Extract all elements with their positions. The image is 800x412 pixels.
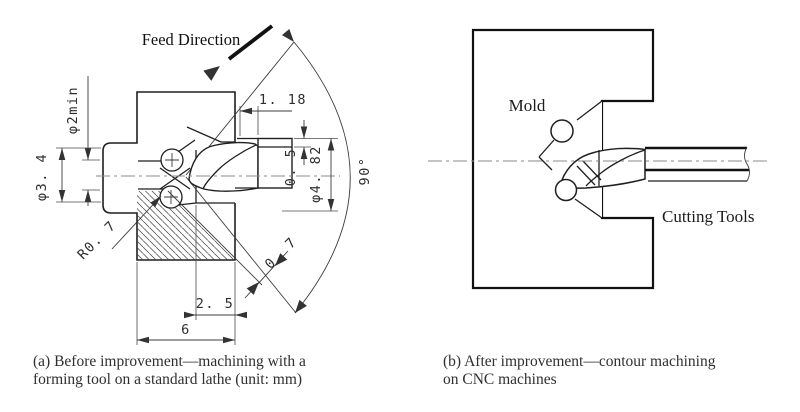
contour-lobe-top	[550, 119, 574, 143]
tool-tip-radius	[554, 178, 578, 202]
dim-width-outer: 6	[136, 262, 235, 345]
mold-label: Mold	[509, 96, 546, 115]
caption-b-line1: (b) After improvement—contour machining	[443, 353, 716, 370]
caption-figure-b: (b) After improvement—contour machining …	[443, 353, 773, 389]
figure-a-drawing	[96, 41, 340, 314]
dim-offset: 0. 7	[244, 234, 301, 299]
bore-channel	[138, 161, 166, 189]
mold-section-a	[102, 91, 236, 261]
dim-radius-text: R0. 7	[74, 217, 119, 262]
dim-insert-step: 0. 5	[283, 120, 311, 186]
dim-width-outer-text: 6	[181, 322, 191, 338]
dim-bore: φ2min	[65, 76, 100, 206]
caption-b-line2: on CNC machines	[443, 370, 557, 388]
feed-direction-label: Feed Direction	[142, 30, 241, 49]
dim-bore-text: φ2min	[65, 86, 81, 134]
tool-bar	[645, 146, 750, 182]
feed-direction-arrow	[203, 24, 274, 81]
crosshatch-zone	[137, 191, 235, 260]
dim-step-text: 1. 18	[259, 92, 307, 108]
dim-offset-text: 0. 7	[262, 234, 301, 273]
dim-boss: φ3. 4	[34, 147, 101, 203]
dim-tool-dia: φ4. 82	[282, 138, 338, 212]
caption-a-line2: forming tool on a standard lathe (unit: …	[33, 370, 303, 388]
dim-angle-90: 90°	[281, 28, 373, 314]
dim-width-inner: 2. 5	[184, 205, 247, 345]
caption-a-line1: (a) Before improvement—machining with a	[33, 353, 306, 370]
dim-width-inner-text: 2. 5	[196, 296, 235, 312]
dim-angle-text: 90°	[357, 157, 373, 186]
dim-insert-step-text: 0. 5	[283, 148, 299, 187]
dim-step: 1. 18	[239, 92, 307, 136]
dim-tool-dia-text: φ4. 82	[308, 145, 324, 203]
cutting-tools-label: Cutting Tools	[662, 207, 755, 226]
dim-boss-text: φ3. 4	[34, 153, 50, 201]
figure-b-drawing: Mold Cutting Tools	[428, 28, 770, 290]
caption-figure-a: (a) Before improvement—machining with a …	[33, 353, 363, 389]
